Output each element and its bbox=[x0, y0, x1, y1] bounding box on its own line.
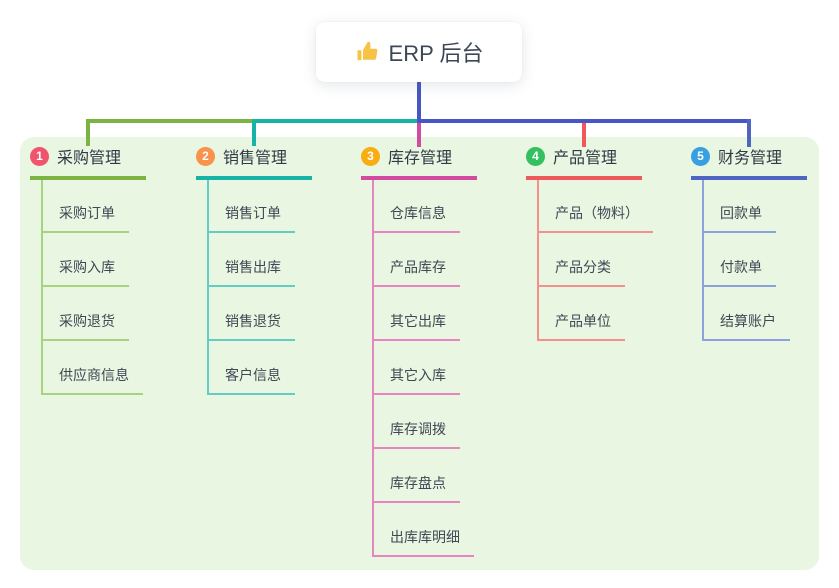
node-label: 其它入库 bbox=[374, 365, 460, 395]
branch-number-badge: 4 bbox=[526, 146, 545, 166]
node-label: 采购退货 bbox=[43, 311, 129, 341]
connector-stub-sales bbox=[252, 121, 256, 146]
branch-sales: 2 销售管理 销售订单 销售出库 销售退货 客户信息 bbox=[196, 144, 356, 395]
mindmap-node[interactable]: 回款单 bbox=[704, 180, 776, 233]
node-label: 库存调拨 bbox=[374, 419, 460, 449]
connector-stub-product bbox=[582, 123, 586, 147]
node-label: 供应商信息 bbox=[43, 365, 143, 395]
branch-product: 4 产品管理 产品（物料） 产品分类 产品单位 bbox=[526, 144, 686, 341]
node-label: 产品单位 bbox=[539, 311, 625, 341]
mindmap-node[interactable]: 产品（物料） bbox=[539, 180, 653, 233]
branch-header-sales[interactable]: 2 销售管理 bbox=[196, 144, 312, 180]
branch-children: 回款单 付款单 结算账户 bbox=[702, 180, 839, 341]
branch-title: 采购管理 bbox=[57, 150, 122, 167]
mindmap-node[interactable]: 产品分类 bbox=[539, 233, 625, 287]
branch-number-badge: 2 bbox=[196, 146, 215, 166]
branch-header-inventory[interactable]: 3 库存管理 bbox=[361, 144, 477, 180]
thumbs-up-icon bbox=[355, 40, 379, 64]
node-label: 库存盘点 bbox=[374, 473, 460, 503]
branch-title: 产品管理 bbox=[553, 150, 618, 167]
node-label: 客户信息 bbox=[209, 365, 295, 395]
connector-root-vertical bbox=[417, 82, 421, 121]
connector-horizontal-sales bbox=[252, 119, 419, 123]
branch-children: 仓库信息 产品库存 其它出库 其它入库 库存调拨 库存盘点 出库库明细 bbox=[372, 180, 521, 557]
mindmap-node[interactable]: 其它入库 bbox=[374, 341, 460, 395]
node-label: 产品库存 bbox=[374, 257, 460, 287]
mindmap-node[interactable]: 其它出库 bbox=[374, 287, 460, 341]
mindmap-node[interactable]: 客户信息 bbox=[209, 341, 295, 395]
mindmap-node[interactable]: 销售出库 bbox=[209, 233, 295, 287]
branch-title: 销售管理 bbox=[223, 150, 288, 167]
branch-title: 财务管理 bbox=[718, 150, 783, 167]
root-label: ERP 后台 bbox=[388, 41, 484, 66]
node-label: 回款单 bbox=[704, 203, 776, 233]
branch-children: 销售订单 销售出库 销售退货 客户信息 bbox=[207, 180, 356, 395]
branch-children: 产品（物料） 产品分类 产品单位 bbox=[537, 180, 686, 341]
root-node[interactable]: ERP 后台 bbox=[316, 22, 522, 82]
mindmap-node[interactable]: 销售退货 bbox=[209, 287, 295, 341]
node-label: 产品（物料） bbox=[539, 203, 653, 233]
connector-stub-inventory bbox=[417, 123, 421, 147]
mindmap-node[interactable]: 产品库存 bbox=[374, 233, 460, 287]
branch-header-finance[interactable]: 5 财务管理 bbox=[691, 144, 807, 180]
node-label: 销售订单 bbox=[209, 203, 295, 233]
node-label: 销售出库 bbox=[209, 257, 295, 287]
branch-number-badge: 1 bbox=[30, 146, 49, 166]
mindmap-node[interactable]: 出库库明细 bbox=[374, 503, 474, 557]
branch-number-badge: 3 bbox=[361, 146, 380, 166]
branches-panel bbox=[20, 137, 819, 570]
branch-purchase: 1 采购管理 采购订单 采购入库 采购退货 供应商信息 bbox=[30, 144, 190, 395]
branch-number-badge: 5 bbox=[691, 146, 710, 166]
node-label: 销售退货 bbox=[209, 311, 295, 341]
node-label: 其它出库 bbox=[374, 311, 460, 341]
branch-header-purchase[interactable]: 1 采购管理 bbox=[30, 144, 146, 180]
connector-stub-purchase bbox=[86, 121, 90, 146]
node-label: 出库库明细 bbox=[374, 527, 474, 557]
node-label: 采购入库 bbox=[43, 257, 129, 287]
branch-children: 采购订单 采购入库 采购退货 供应商信息 bbox=[41, 180, 190, 395]
node-label: 采购订单 bbox=[43, 203, 129, 233]
branch-title: 库存管理 bbox=[388, 150, 453, 167]
branch-finance: 5 财务管理 回款单 付款单 结算账户 bbox=[691, 144, 839, 341]
node-label: 产品分类 bbox=[539, 257, 625, 287]
mindmap-node[interactable]: 销售订单 bbox=[209, 180, 295, 233]
mindmap-node[interactable]: 采购入库 bbox=[43, 233, 129, 287]
branch-inventory: 3 库存管理 仓库信息 产品库存 其它出库 其它入库 库存调拨 库存盘点 出库库… bbox=[361, 144, 521, 557]
mindmap-node[interactable]: 供应商信息 bbox=[43, 341, 143, 395]
connector-horizontal-purchase bbox=[86, 119, 254, 123]
node-label: 仓库信息 bbox=[374, 203, 460, 233]
mindmap-node[interactable]: 仓库信息 bbox=[374, 180, 460, 233]
connector-horizontal-finance bbox=[417, 119, 751, 123]
mindmap-node[interactable]: 采购订单 bbox=[43, 180, 129, 233]
mindmap-node[interactable]: 库存调拨 bbox=[374, 395, 460, 449]
connector-stub-finance bbox=[747, 119, 751, 147]
mindmap-node[interactable]: 付款单 bbox=[704, 233, 776, 287]
mindmap-node[interactable]: 采购退货 bbox=[43, 287, 129, 341]
node-label: 付款单 bbox=[704, 257, 776, 287]
mindmap-node[interactable]: 库存盘点 bbox=[374, 449, 460, 503]
node-label: 结算账户 bbox=[704, 311, 790, 341]
mindmap-node[interactable]: 结算账户 bbox=[704, 287, 790, 341]
branch-header-product[interactable]: 4 产品管理 bbox=[526, 144, 642, 180]
mindmap-node[interactable]: 产品单位 bbox=[539, 287, 625, 341]
